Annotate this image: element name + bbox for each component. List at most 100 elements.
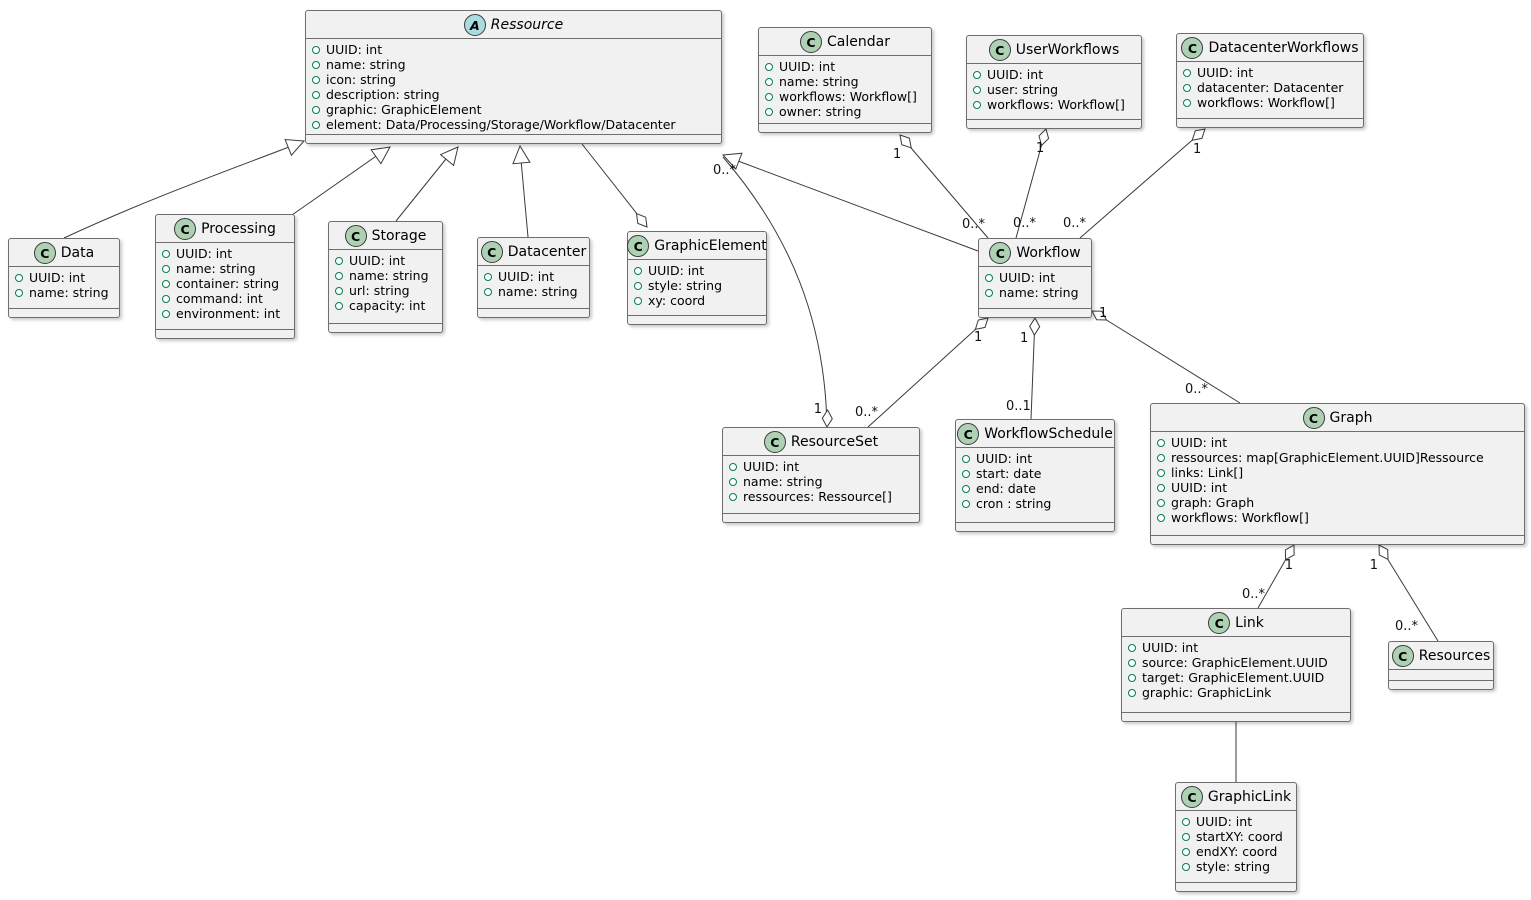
multiplicity-label: 1 [1020, 331, 1028, 346]
attribute-text: UUID: int [779, 59, 836, 74]
attribute-text: target: GraphicElement.UUID [1142, 670, 1325, 685]
field-visibility-icon [973, 70, 981, 79]
multiplicity-label: 0..* [962, 217, 986, 232]
field-visibility-icon [312, 120, 320, 129]
field-visibility-icon [962, 454, 970, 463]
class-attribute: graph: Graph [1157, 495, 1517, 510]
class-attribute: icon: string [312, 72, 714, 87]
attribute-text: graphic: GraphicLink [1142, 685, 1272, 700]
aggregation-diamond [1284, 544, 1295, 561]
class-spot-icon: C [627, 235, 650, 257]
field-visibility-icon [15, 273, 23, 282]
class-methods-compartment-empty [628, 315, 766, 324]
aggregation-diamond [974, 317, 989, 331]
class-attribute: cron : string [962, 496, 1107, 511]
class-attribute: command: int [162, 291, 287, 306]
class-methods-compartment-empty [956, 522, 1114, 531]
class-attribute: environment: int [162, 306, 287, 321]
class-attribute: UUID: int [162, 246, 287, 261]
attribute-text: UUID: int [498, 269, 555, 284]
field-visibility-icon [312, 75, 320, 84]
field-visibility-icon [1128, 673, 1136, 682]
attribute-text: UUID: int [1196, 814, 1253, 829]
field-visibility-icon [312, 60, 320, 69]
attribute-text: name: string [498, 284, 578, 299]
aggregation-diamond [899, 134, 912, 149]
relation-workflow_resourceset [867, 317, 989, 428]
class-attribute: graphic: GraphicLink [1128, 685, 1343, 700]
class-name: GraphicLink [1207, 789, 1292, 805]
class-spot-icon: C [957, 423, 980, 445]
multiplicity-label: 1 [814, 402, 822, 417]
attribute-text: environment: int [176, 306, 281, 321]
attribute-text: workflows: Workflow[] [779, 89, 917, 104]
class-methods-compartment-empty [9, 308, 119, 317]
class-methods-compartment-empty [759, 123, 931, 132]
class-attribute: name: string [484, 284, 582, 299]
multiplicity-label: 1 [1285, 558, 1293, 573]
attribute-text: UUID: int [349, 253, 406, 268]
multiplicity-label: 1 [1193, 142, 1201, 157]
class-spot-icon: C [988, 39, 1011, 61]
multiplicity-label: 1 [974, 330, 982, 345]
attribute-text: container: string [176, 276, 280, 291]
class-attribute: UUID: int [1128, 640, 1343, 655]
class-attribute: name: string [729, 474, 912, 489]
relation-workflow_graph [1091, 310, 1241, 404]
class-attribute: datacenter: Datacenter [1183, 80, 1356, 95]
class-attribute: workflows: Workflow[] [973, 97, 1134, 112]
multiplicity-label: 0..* [1395, 619, 1419, 634]
class-attribute: UUID: int [1183, 65, 1356, 80]
attribute-text: workflows: Workflow[] [1197, 95, 1335, 110]
class-attribute: workflows: Workflow[] [765, 89, 924, 104]
field-visibility-icon [729, 492, 737, 501]
attribute-text: UUID: int [1142, 640, 1199, 655]
class-attribute: UUID: int [765, 59, 924, 74]
class-attribute: UUID: int [962, 451, 1107, 466]
field-visibility-icon [162, 279, 170, 288]
class-methods-compartment-empty [979, 308, 1091, 317]
relation-processing_ressource [291, 151, 383, 216]
class-attribute: xy: coord [634, 293, 759, 308]
class-name: UserWorkflows [1015, 42, 1120, 58]
class-attribute: capacity: int [335, 298, 435, 313]
attribute-text: xy: coord [648, 293, 706, 308]
class-name: Processing [201, 221, 276, 237]
attribute-text: name: string [999, 285, 1079, 300]
aggregation-diamond [1191, 128, 1206, 141]
class-attribute: description: string [312, 87, 714, 102]
class-spot-icon: C [1391, 645, 1414, 667]
class-attribute: source: GraphicElement.UUID [1128, 655, 1343, 670]
attribute-text: url: string [349, 283, 410, 298]
class-attributes-compartment [1389, 670, 1493, 680]
attribute-text: cron : string [976, 496, 1052, 511]
class-spot-icon: C [1181, 37, 1204, 59]
class-attribute: UUID: int [973, 67, 1134, 82]
aggregation-diamond [635, 212, 648, 228]
relation-data_ressource [63, 141, 303, 239]
field-visibility-icon [765, 62, 773, 71]
class-spot-icon: C [1180, 786, 1203, 808]
class-attribute: name: string [312, 57, 714, 72]
class-attribute: target: GraphicElement.UUID [1128, 670, 1343, 685]
field-visibility-icon [484, 287, 492, 296]
aggregation-diamond [821, 409, 833, 428]
class-attribute: name: string [985, 285, 1084, 300]
relation-datacenter_ressource [520, 159, 529, 238]
class-attribute: UUID: int [1157, 480, 1517, 495]
class-name: GraphicElement [654, 238, 767, 254]
